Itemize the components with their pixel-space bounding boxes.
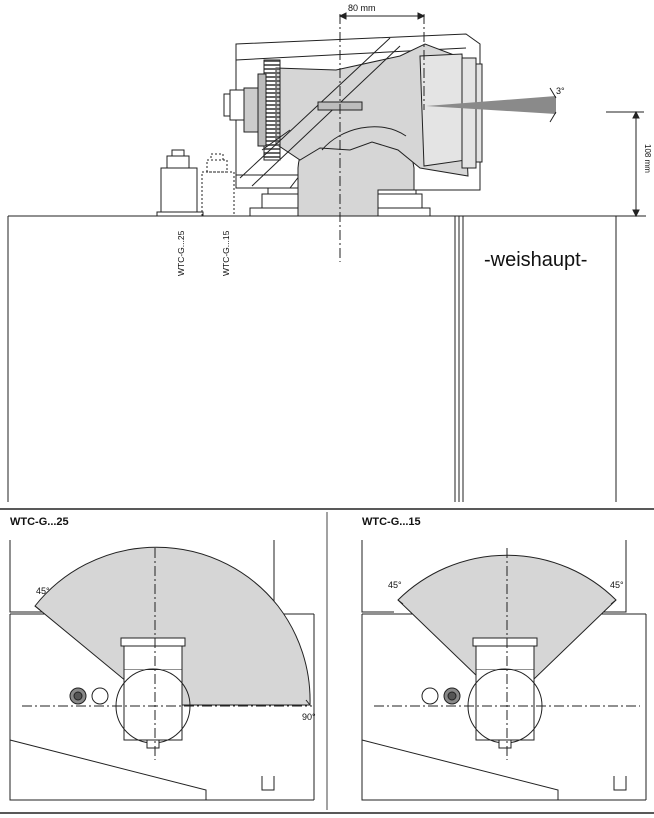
dimension-80-label: 80 mm xyxy=(348,3,376,13)
burner-body-15 xyxy=(467,637,543,749)
angle-left-15: 45° xyxy=(388,580,402,590)
sensor-light-15 xyxy=(421,687,439,705)
dimension-80 xyxy=(338,12,426,20)
angle-left-25: 45° xyxy=(36,586,50,596)
section-15-drawing xyxy=(361,540,647,801)
sensor-light-25 xyxy=(91,687,109,705)
model-label-25: WTC-G...25 xyxy=(176,230,186,276)
angle-right-25: 90° xyxy=(302,712,316,722)
section-25-drawing xyxy=(9,540,315,801)
brand-logo-text: -weishaupt- xyxy=(484,249,587,271)
angle-right-15: 45° xyxy=(610,580,624,590)
model-label-15: WTC-G...15 xyxy=(221,230,231,276)
siphon-15 xyxy=(201,153,235,217)
top-view xyxy=(0,12,654,510)
angle-wedge xyxy=(426,96,556,114)
boiler-housing xyxy=(0,215,654,510)
burner-tube xyxy=(275,43,469,177)
dimension-108 xyxy=(606,110,644,218)
swing-area-25 xyxy=(34,546,311,706)
fan-ring xyxy=(223,59,281,161)
siphon-25 xyxy=(156,149,204,217)
burner-body-25 xyxy=(115,637,191,749)
outlet-ring xyxy=(419,53,483,169)
section-title-25: WTC-G...25 xyxy=(10,516,69,528)
dimension-108-label: 108 mm xyxy=(643,144,652,173)
section-title-15: WTC-G...15 xyxy=(362,516,421,528)
angle-3-label: 3° xyxy=(556,86,565,96)
